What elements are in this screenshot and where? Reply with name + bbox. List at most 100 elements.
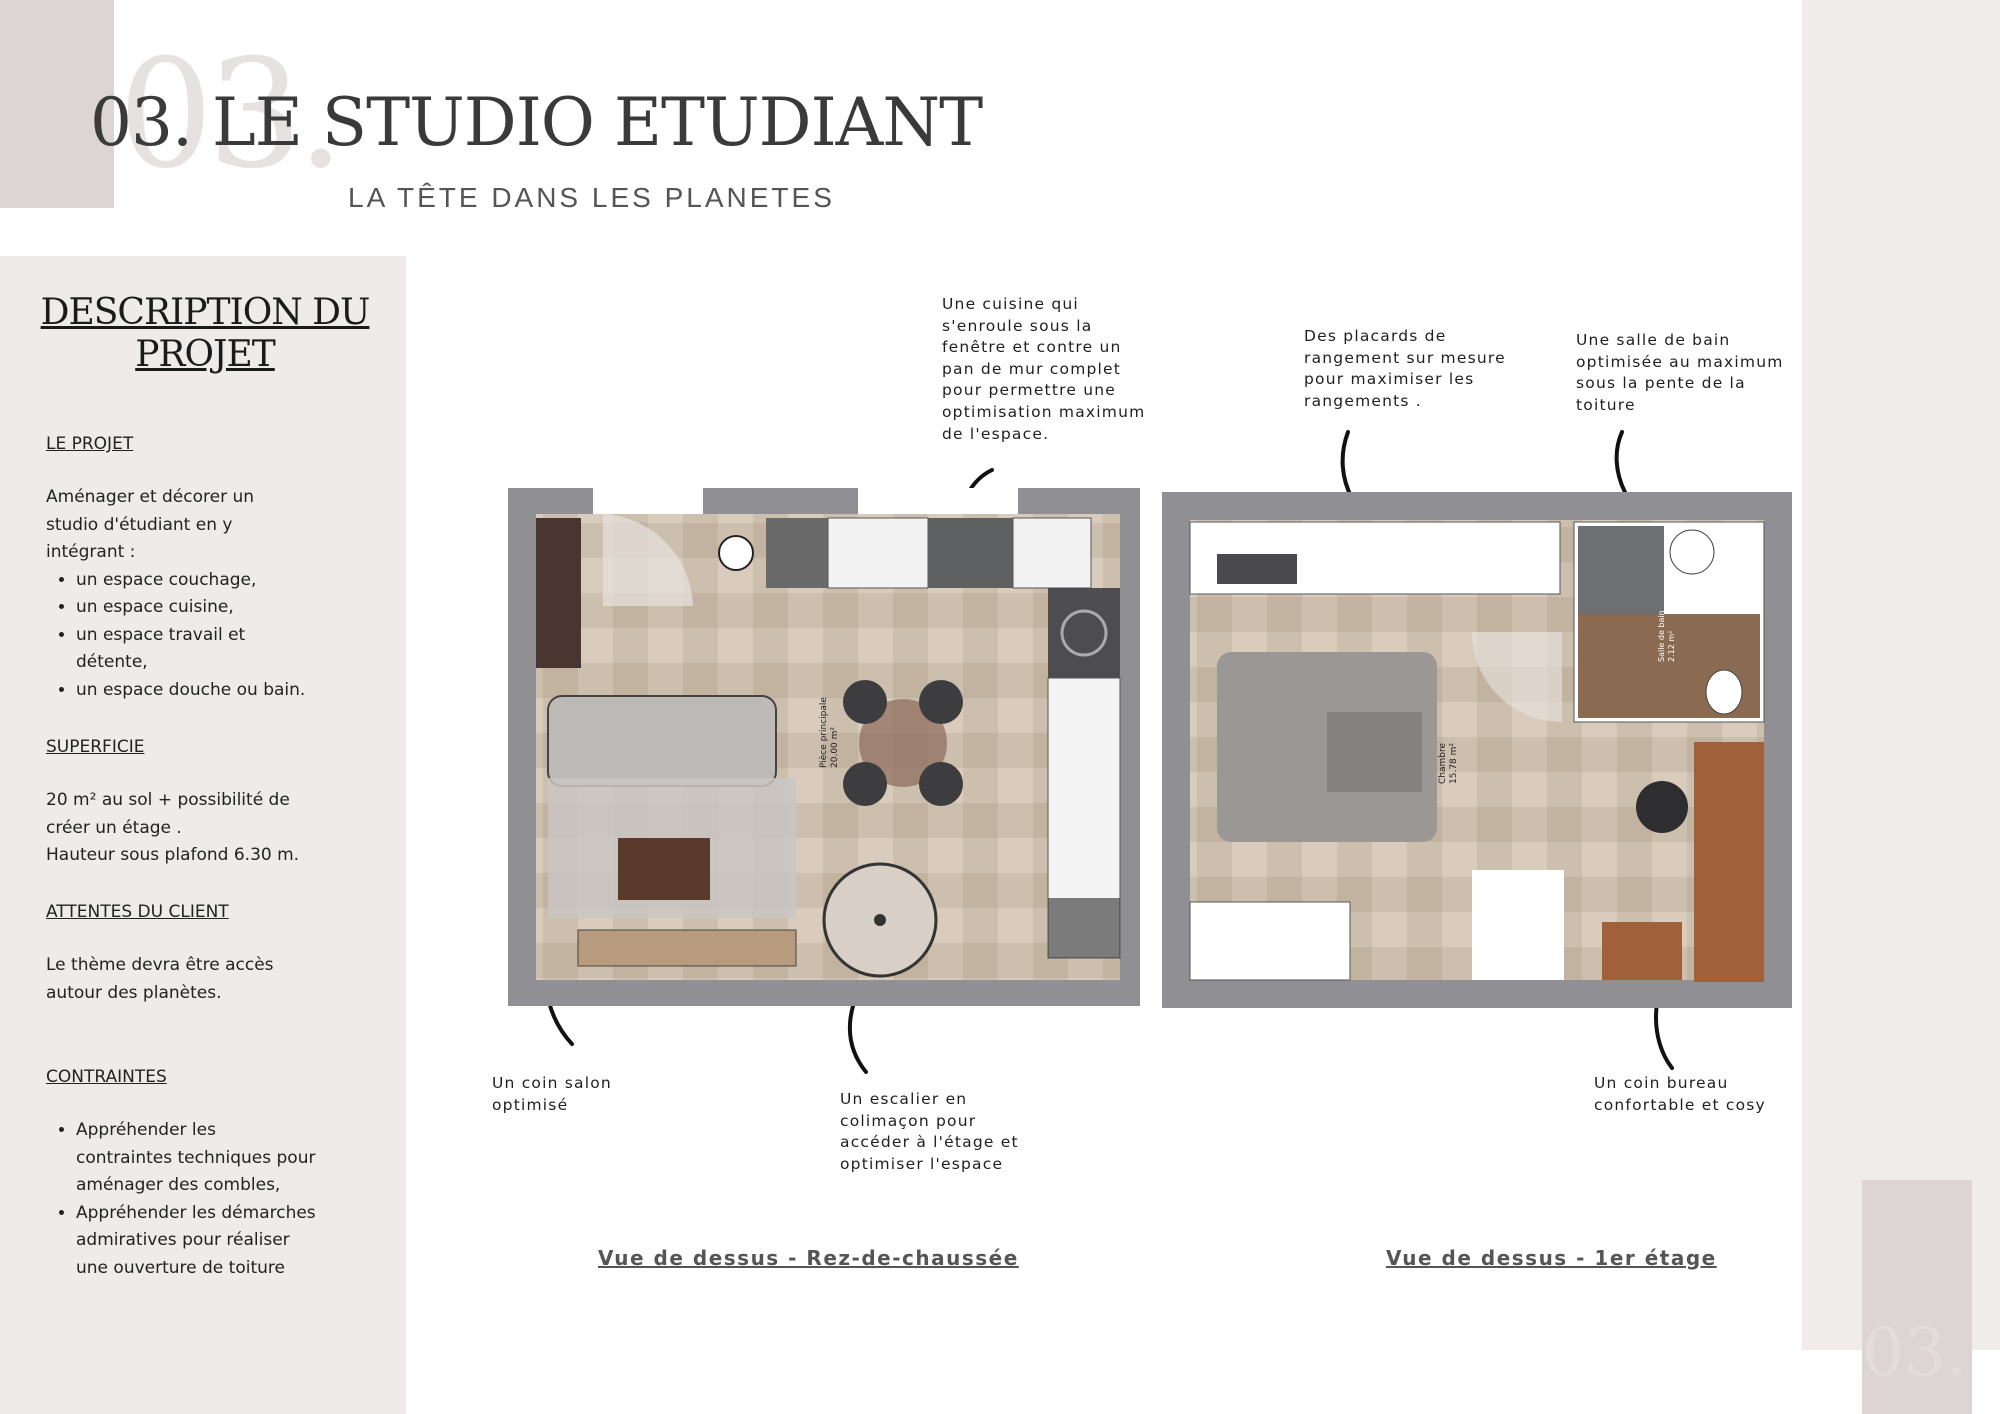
annotation-line: sous la pente de la (1576, 374, 1746, 393)
annotation-line: fenêtre et contre un (942, 338, 1122, 357)
annotation-line: rangements . (1304, 391, 1422, 410)
annotation-line: optimisée au maximum (1576, 352, 1784, 371)
tv-unit (577, 929, 797, 967)
attentes-line1: Le thème devra être accès (46, 955, 274, 975)
shower (1578, 526, 1664, 614)
list-item: un espace cuisine, (76, 594, 326, 622)
annotation-escalier: Un escalier en colimaçon pour accéder à … (840, 1089, 1019, 1175)
room-label: Salle de bain (1657, 610, 1666, 662)
dining-table (859, 699, 947, 787)
section-contraintes-body: Appréhender les contraintes techniques p… (46, 1117, 316, 1282)
plant (1048, 898, 1120, 958)
description-sidebar (0, 256, 406, 1414)
shelf-items (1217, 554, 1297, 584)
superficie-line1: 20 m² au sol + possibilité de (46, 790, 290, 810)
annotation-line: pour permettre une (942, 381, 1116, 400)
decorative-panel-right (1802, 0, 2000, 1350)
projet-intro-line1: Aménager et décorer un (46, 487, 255, 507)
projet-list: un espace couchage, un espace cuisine, u… (46, 567, 326, 705)
coffee-table (618, 838, 710, 900)
annotation-line: de l'espace. (942, 424, 1050, 443)
annotation-line: Un coin salon (492, 1074, 612, 1092)
bed-blanket (1327, 712, 1422, 792)
page-subtitle: LA TÊTE DANS LES PLANETES (348, 182, 835, 213)
side-desk (1602, 922, 1682, 980)
wardrobe (536, 518, 581, 668)
sofa (547, 695, 777, 787)
sink (928, 518, 1013, 588)
chair (919, 680, 963, 724)
door-swing (1472, 632, 1562, 722)
caption-ground-floor: Vue de dessus - Rez-de-chaussée (598, 1246, 1019, 1270)
list-item: un espace douche ou bain. (76, 677, 326, 705)
section-attentes-title: ATTENTES DU CLIENT (46, 902, 229, 922)
sidebar-heading-line2: PROJET (135, 334, 276, 375)
burner (1060, 609, 1108, 657)
annotation-line: optimisation maximum (942, 402, 1146, 421)
superficie-line3: Hauteur sous plafond 6.30 m. (46, 845, 300, 865)
desk (1694, 742, 1764, 982)
projet-intro-line2: studio d'étudiant en y (46, 514, 233, 535)
attentes-line2: autour des planètes. (46, 982, 222, 1003)
annotation-line: colimaçon pour (840, 1111, 977, 1130)
superficie-line2: créer un étage . (46, 817, 182, 838)
section-projet-title: LE PROJET (46, 434, 134, 454)
section-superficie-title: SUPERFICIE (46, 737, 145, 757)
section-contraintes-title: CONTRAINTES (46, 1067, 167, 1087)
staircase-center (874, 914, 886, 926)
floor-plan-upper: Chambre 15.78 m² Salle de bain 2.12 m² (1162, 492, 1792, 1008)
chair (843, 680, 887, 724)
annotation-line: pour maximiser les (1304, 370, 1475, 389)
storage-unit (1189, 901, 1351, 981)
section-attentes-body: Le thème devra être accès autour des pla… (46, 952, 274, 1007)
chair (843, 762, 887, 806)
section-contraintes: CONTRAINTES (46, 1065, 167, 1089)
toilet (1705, 669, 1743, 715)
annotation-line: Un escalier en (840, 1090, 968, 1108)
annotation-line: toiture (1576, 395, 1636, 414)
annotation-line: accéder à l'étage et (840, 1133, 1019, 1152)
sidebar-heading: DESCRIPTION DU PROJET (40, 292, 371, 376)
annotation-line: optimiser l'espace (840, 1154, 1004, 1173)
list-item: un espace couchage, (76, 567, 326, 595)
section-projet: LE PROJET (46, 432, 133, 456)
cooktop (1048, 588, 1120, 678)
decorative-block-top-left-tab (0, 190, 92, 208)
annotation-line: confortable et cosy (1594, 1095, 1766, 1114)
annotation-bureau: Un coin bureau confortable et cosy (1594, 1073, 1766, 1116)
list-item: un espace travail et détente, (76, 622, 266, 677)
annotation-line: Une cuisine qui (942, 295, 1079, 313)
caption-upper-floor: Vue de dessus - 1er étage (1386, 1246, 1717, 1270)
contraintes-list: Appréhender les contraintes techniques p… (46, 1117, 316, 1282)
page-title: 03. LE STUDIO ETUDIANT (90, 84, 983, 161)
section-projet-body: Aménager et décorer un studio d'étudiant… (46, 484, 326, 704)
appliance (766, 518, 828, 588)
office-chair (1636, 781, 1688, 833)
annotation-cuisine: Une cuisine qui s'enroule sous la fenêtr… (942, 294, 1145, 445)
annotation-line: s'enroule sous la (942, 316, 1093, 335)
room-area: 15.78 m² (1449, 743, 1459, 784)
door-swing (603, 514, 693, 606)
list-item: Appréhender les contraintes techniques p… (76, 1117, 316, 1200)
list-item: Appréhender les démarches admiratives po… (76, 1200, 316, 1283)
projet-intro-line3: intégrant : (46, 542, 136, 562)
room-label: Chambre (1438, 743, 1448, 784)
page-number: 03. (1862, 1314, 1967, 1391)
annotation-line: Une salle de bain (1576, 331, 1731, 349)
chair (919, 762, 963, 806)
sidebar-heading-line1: DESCRIPTION DU (40, 292, 371, 333)
stair-opening (1472, 870, 1564, 980)
annotation-line: Un coin bureau (1594, 1074, 1729, 1092)
annotation-line: optimisé (492, 1095, 569, 1114)
decorative-block-bottom-right (1862, 1180, 1972, 1414)
section-superficie-body: 20 m² au sol + possibilité de créer un é… (46, 787, 299, 870)
annotation-line: Des placards de (1304, 327, 1447, 345)
section-attentes: ATTENTES DU CLIENT (46, 900, 229, 924)
annotation-salle-bain: Une salle de bain optimisée au maximum s… (1576, 330, 1784, 416)
room-label: Pièce principale (818, 697, 829, 768)
section-superficie: SUPERFICIE (46, 735, 144, 759)
decorative-block-top-left (0, 0, 114, 208)
ghost-section-number: 03. (118, 28, 345, 202)
annotation-salon: Un coin salon optimisé (492, 1073, 612, 1116)
room-area: 2.12 m² (1667, 631, 1676, 662)
